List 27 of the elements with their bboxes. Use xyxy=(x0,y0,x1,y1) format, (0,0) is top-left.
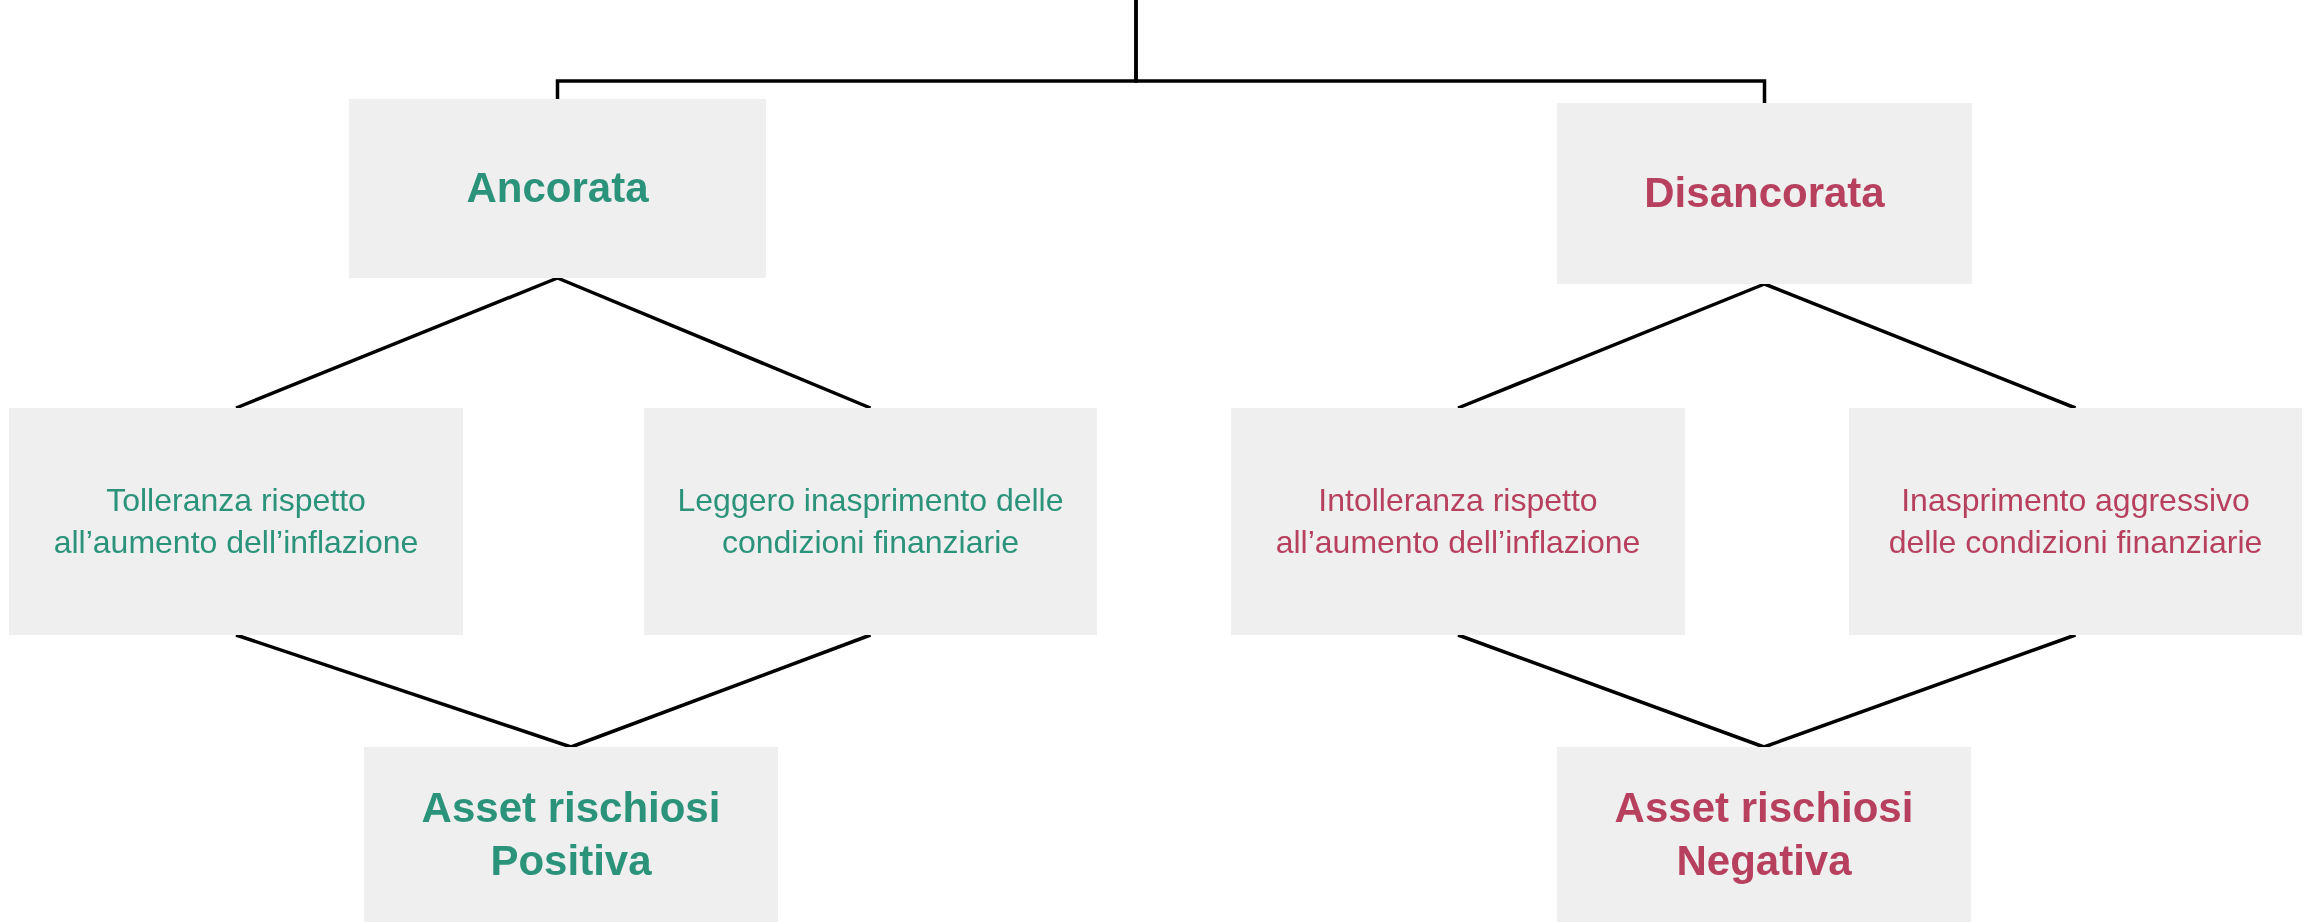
category-box xyxy=(1849,408,2302,635)
box-label: Inasprimento aggressivo delle condizioni finanziarie xyxy=(1887,480,2264,562)
category-box xyxy=(1557,103,1972,284)
box-label: Intolleranza rispetto all’aumento dell’inflazione xyxy=(1274,480,1642,562)
connector-line xyxy=(1134,0,1767,103)
box-label: Leggero inasprimento delle condizioni finanziarie xyxy=(676,480,1065,562)
connector-line xyxy=(1457,633,1765,749)
box-label: Negativa xyxy=(1676,835,1852,886)
box-label: Positiva xyxy=(490,835,652,886)
box-label: Asset rischiosi xyxy=(1614,783,1914,833)
box-label: Tolleranza rispetto all’aumento dell’inflazione xyxy=(52,480,420,562)
connector-line xyxy=(1457,282,1766,410)
connector-line xyxy=(556,276,872,410)
connector-line xyxy=(235,633,572,749)
category-box xyxy=(1557,747,1971,922)
connector-line xyxy=(570,633,872,749)
category-box xyxy=(644,408,1097,635)
category-box xyxy=(349,99,766,278)
connector-line xyxy=(1763,633,2077,749)
category-box xyxy=(364,747,778,922)
box-label: Asset rischiosi xyxy=(421,783,721,833)
connector-line xyxy=(1763,282,2077,410)
box-label: Ancorata xyxy=(466,163,649,214)
category-box xyxy=(9,408,463,635)
connector-line xyxy=(235,276,559,410)
category-box xyxy=(1231,408,1685,635)
box-label: Disancorata xyxy=(1644,168,1885,219)
